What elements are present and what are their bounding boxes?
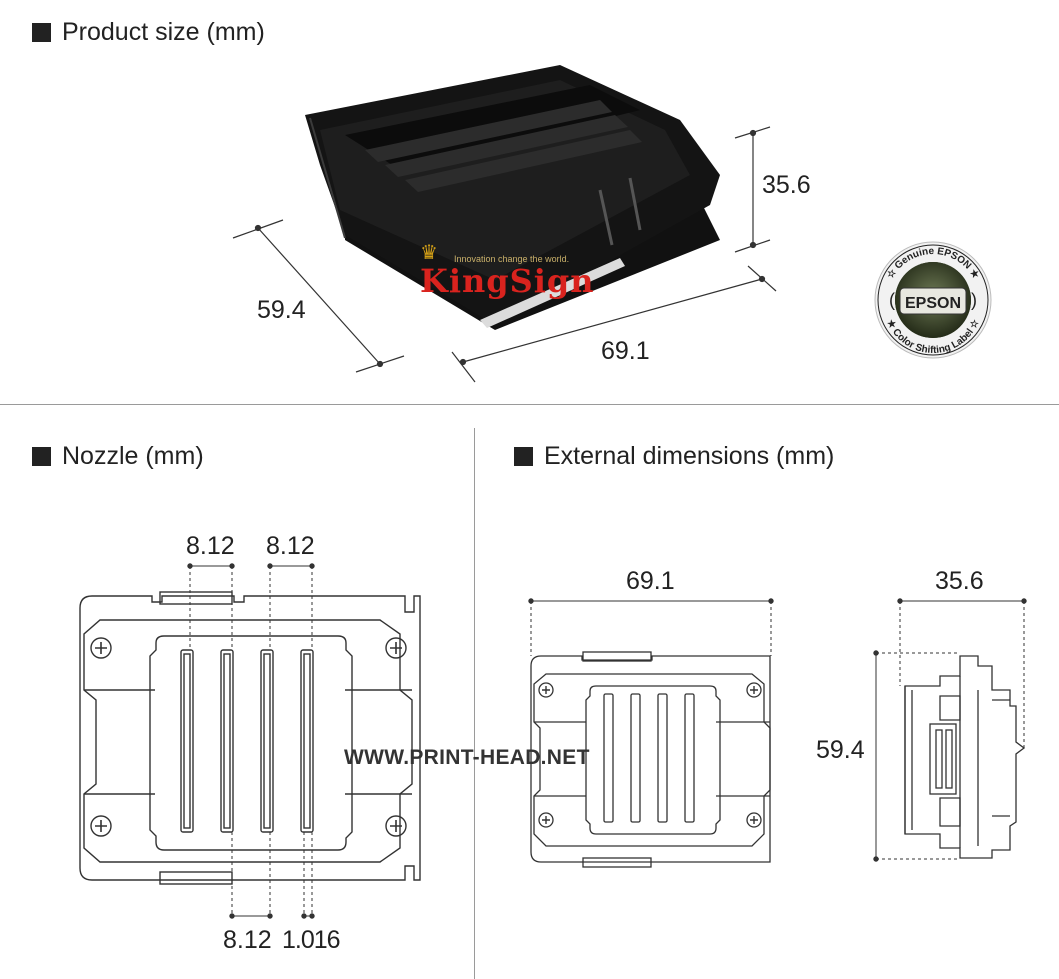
square-bullet-icon bbox=[32, 23, 51, 42]
genuine-epson-badge: EPSON ☆ Genuine EPSON ★ ★ Color Shifting… bbox=[874, 241, 992, 359]
badge-center-text: EPSON bbox=[905, 295, 961, 312]
section-title-nozzle: Nozzle (mm) bbox=[32, 442, 204, 471]
nozzle-dimension-lines bbox=[187, 563, 315, 919]
external-front-view bbox=[530, 651, 771, 868]
nozzle-diagram bbox=[79, 591, 421, 885]
nozzle-label: Nozzle (mm) bbox=[62, 442, 204, 470]
horizontal-divider bbox=[0, 404, 1059, 405]
product-height-label: 35.6 bbox=[762, 171, 811, 199]
nozzle-bottom-pitch-label: 8.12 bbox=[223, 926, 272, 954]
nozzle-top-pitch-1-label: 8.12 bbox=[186, 532, 235, 560]
brand-tagline: Innovation change the world. bbox=[454, 254, 570, 264]
external-label: External dimensions (mm) bbox=[544, 442, 835, 470]
brand-logo: KingSign bbox=[420, 262, 595, 300]
crown-icon: ♛ bbox=[420, 242, 438, 264]
vertical-divider bbox=[474, 428, 475, 979]
external-front-dimension bbox=[528, 598, 774, 604]
website-watermark: WWW.PRINT-HEAD.NET bbox=[344, 746, 590, 769]
badge-right-bracket-icon: ) bbox=[971, 290, 977, 310]
square-bullet-icon bbox=[514, 447, 533, 466]
badge-left-bracket-icon: ( bbox=[889, 290, 895, 310]
external-screw-icons bbox=[542, 686, 758, 824]
external-side-extension-lines bbox=[876, 601, 1025, 860]
nozzle-extension-lines bbox=[189, 566, 313, 916]
section-title-external: External dimensions (mm) bbox=[514, 442, 834, 471]
section-title-product-size: Product size (mm) bbox=[32, 18, 265, 47]
external-side-height-label: 59.4 bbox=[816, 736, 865, 764]
external-side-view bbox=[904, 655, 1026, 859]
product-dimension-lines bbox=[232, 126, 777, 383]
printhead-product-illustration bbox=[305, 65, 720, 330]
product-size-label: Product size (mm) bbox=[62, 18, 265, 46]
external-front-extension-lines bbox=[530, 601, 772, 656]
nozzle-screw-icons bbox=[95, 642, 402, 832]
square-bullet-icon bbox=[32, 447, 51, 466]
product-width-label: 69.1 bbox=[601, 337, 650, 365]
nozzle-top-pitch-2-label: 8.12 bbox=[266, 532, 315, 560]
external-side-width-label: 35.6 bbox=[935, 567, 984, 595]
product-depth-label: 59.4 bbox=[257, 296, 306, 324]
external-front-width-label: 69.1 bbox=[626, 567, 675, 595]
nozzle-bottom-offset-label: 1.016 bbox=[282, 926, 341, 954]
